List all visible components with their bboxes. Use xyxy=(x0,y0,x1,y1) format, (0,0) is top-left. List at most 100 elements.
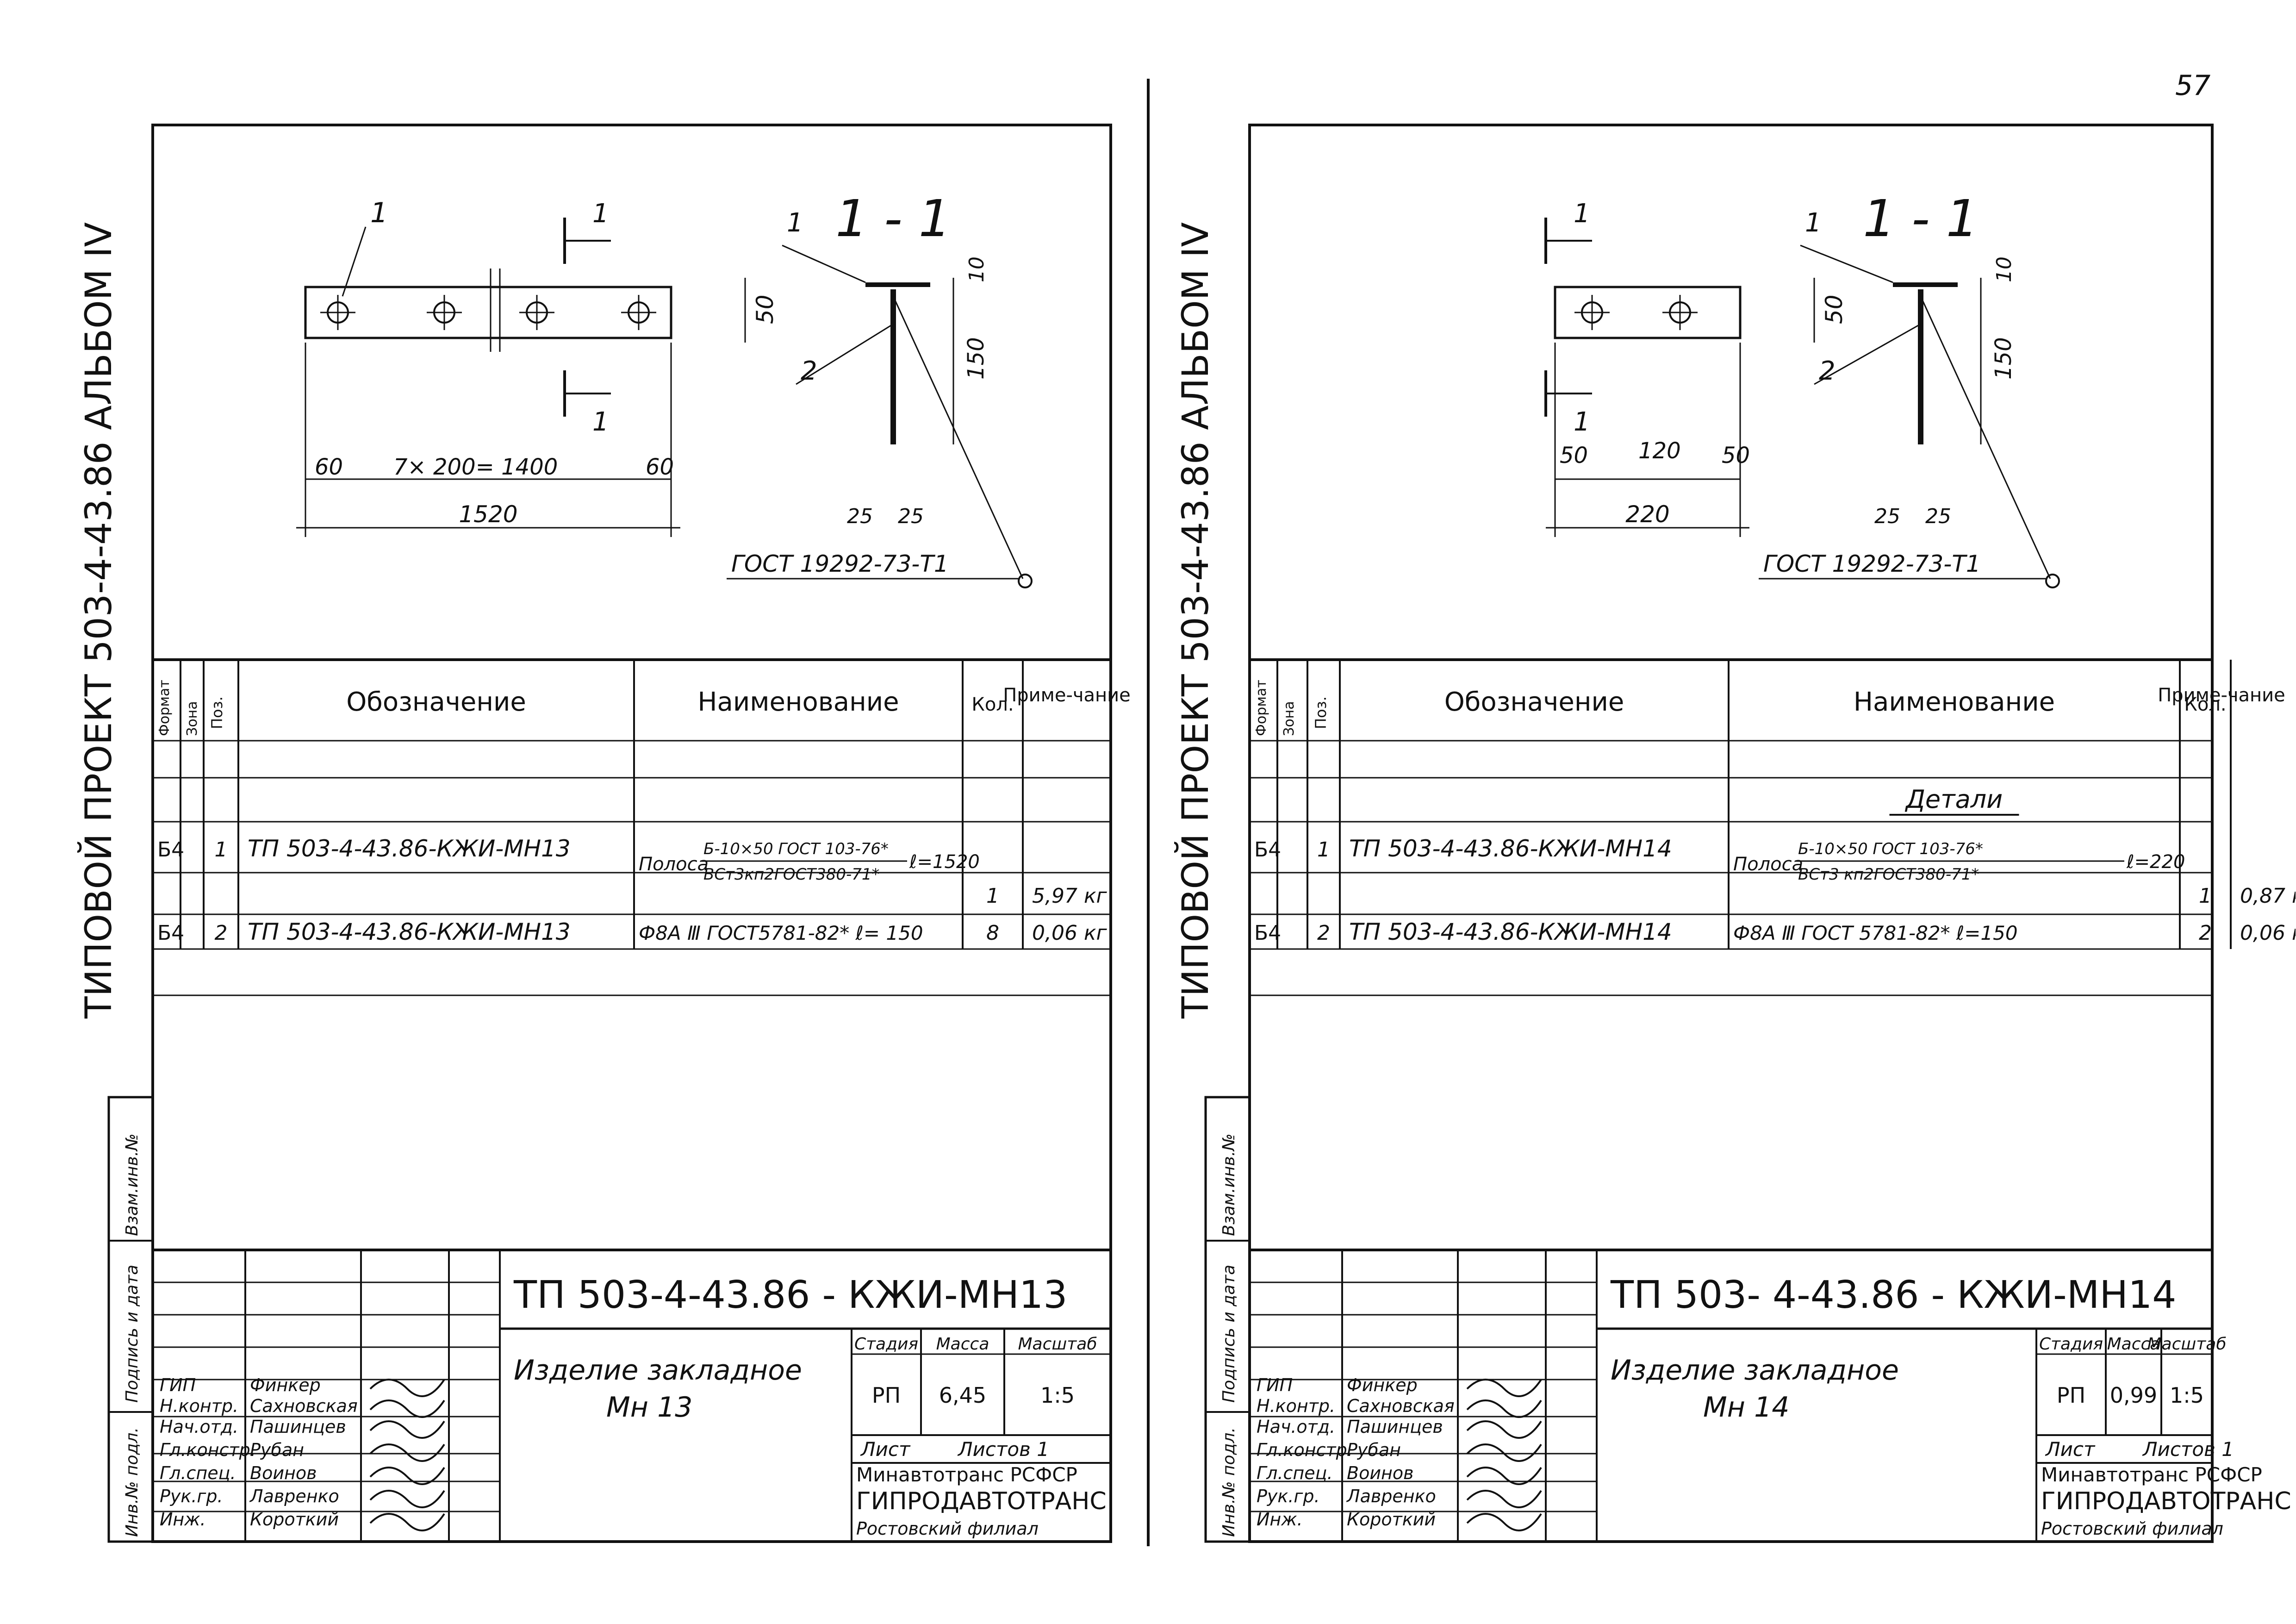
row1-designation: ТП 503-4-43.86-КЖИ-МН14 xyxy=(1349,835,1672,862)
leader-line xyxy=(1814,323,1921,385)
titleblock-stage-label: Стадия xyxy=(2039,1335,2103,1354)
titleblock-org-ministry: Минавтотранс РСФСР xyxy=(2041,1463,2262,1486)
page-number: 57 xyxy=(2175,69,2211,102)
section-position-2: 2 xyxy=(801,356,817,386)
row1-name-profile: Б-10×50 ГОСТ 103-76* xyxy=(703,840,889,858)
embedded-plate xyxy=(304,286,672,339)
dimension-edge-right: 60 xyxy=(646,454,674,480)
side-stamp-original-inv: Инв.№ подл. xyxy=(123,1427,142,1537)
dimension-bar-offset-b: 25 xyxy=(1925,505,1951,528)
side-title: ТИПОВОЙ ПРОЕКТ 503-4-43.86 АЛЬБОМ IV xyxy=(1174,222,1217,1019)
titleblock-item-number: Мн 13 xyxy=(606,1391,692,1424)
frame-border xyxy=(1248,124,2214,1543)
side-stamp-signature-date: Подпись и дата xyxy=(123,1265,142,1403)
signature-5 xyxy=(1466,1490,1542,1508)
titleblock-role-2: Нач.отд. xyxy=(160,1417,238,1437)
signature-0 xyxy=(1466,1379,1542,1397)
leader-line xyxy=(342,226,367,297)
row2-format: Б4 xyxy=(1254,921,1281,945)
dimension-spacing: 7× 200= 1400 xyxy=(393,454,558,480)
row1-format: Б4 xyxy=(1254,838,1281,862)
row1-note: 0,87 кг xyxy=(2240,884,2296,908)
section-title: 1 - 1 xyxy=(835,189,951,248)
spec-header-name: Наименование xyxy=(1854,687,2055,717)
dimension-plate-thickness: 10 xyxy=(965,256,989,282)
spec-header-quantity: Кол. xyxy=(971,694,1014,715)
titleblock-org-institute: ГИПРОДАВТОТРАНС xyxy=(856,1487,1107,1515)
section-mark-bottom: 1 xyxy=(1574,407,1590,437)
row1-designation: ТП 503-4-43.86-КЖИ-МН13 xyxy=(248,835,571,862)
section-position-2: 2 xyxy=(1819,356,1836,386)
spec-header-position: Поз. xyxy=(1312,696,1330,729)
row2-name: Ф8А Ⅲ ГОСТ 5781-82* ℓ=150 xyxy=(1733,922,2018,944)
titleblock-stage: РП xyxy=(872,1383,901,1408)
weld-leader xyxy=(1920,296,2051,579)
spec-header-designation: Обозначение xyxy=(346,687,526,717)
signature-1 xyxy=(369,1399,445,1418)
spec-header-format: Формат xyxy=(1253,680,1269,736)
dimension-bar-offset-a: 25 xyxy=(847,505,873,528)
weld-standard: ГОСТ 19292-73-Т1 xyxy=(731,550,949,577)
row2-note: 0,06 кг xyxy=(1032,921,1108,945)
titleblock-item-name: Изделие закладное xyxy=(514,1354,802,1387)
section-title: 1 - 1 xyxy=(1863,189,1979,248)
spec-header-designation: Обозначение xyxy=(1444,687,1624,717)
row2-note: 0,06 кг xyxy=(2240,921,2296,945)
titleblock-name-2: Пашинцев xyxy=(250,1417,346,1437)
titleblock-document-code: ТП 503- 4-43.86 - КЖИ-МН14 xyxy=(1610,1273,2176,1317)
section-position-1: 1 xyxy=(1805,208,1822,238)
leader-line xyxy=(1800,244,1893,283)
section-mark-bottom: 1 xyxy=(592,407,609,437)
row1-note: 5,97 кг xyxy=(1032,884,1108,908)
titleblock-role-6: Инж. xyxy=(160,1509,206,1530)
signature-3 xyxy=(1466,1443,1542,1462)
dimension-bar-offset-b: 25 xyxy=(898,505,924,528)
titleblock-scale-label: Масштаб xyxy=(1018,1335,1097,1354)
titleblock-role-1: Н.контр. xyxy=(1257,1396,1335,1416)
dimension-plate-thickness: 10 xyxy=(1992,256,2016,282)
titleblock-role-5: Рук.гр. xyxy=(1257,1486,1320,1506)
signature-3 xyxy=(369,1443,445,1462)
position-1-callout: 1 xyxy=(370,197,388,229)
titleblock-role-0: ГИП xyxy=(160,1375,196,1395)
weld-symbol xyxy=(2045,574,2060,588)
row2-designation: ТП 503-4-43.86-КЖИ-МН13 xyxy=(248,918,571,945)
titleblock-role-4: Гл.спец. xyxy=(160,1463,236,1483)
dimension-spacing: 120 xyxy=(1638,438,1681,464)
spec-section-details: Детали xyxy=(1905,785,2003,814)
section-mark-top: 1 xyxy=(1574,199,1590,229)
titleblock-name-0: Финкер xyxy=(250,1375,321,1395)
dimension-plate-height: 50 xyxy=(752,294,778,324)
titleblock-name-1: Сахновская xyxy=(1347,1396,1455,1416)
dimension-edge-left: 50 xyxy=(1560,443,1588,468)
titleblock-item-number: Мн 14 xyxy=(1703,1391,1789,1424)
titleblock-sheets-count: Листов 1 xyxy=(2142,1438,2234,1461)
dimension-plate-height: 50 xyxy=(1821,294,1848,324)
weld-symbol xyxy=(1018,574,1033,588)
dimension-bar-offset-a: 25 xyxy=(1874,505,1900,528)
side-title: ТИПОВОЙ ПРОЕКТ 503-4-43.86 АЛЬБОМ IV xyxy=(77,222,120,1019)
row1-name-steel: ВСт3кп2ГОСТ380-71* xyxy=(703,865,880,884)
spec-header-quantity: Кол. xyxy=(2184,694,2226,715)
row2-position: 2 xyxy=(1317,921,1330,945)
spec-header-name: Наименование xyxy=(697,687,899,717)
row2-quantity: 8 xyxy=(986,921,999,945)
titleblock-name-0: Финкер xyxy=(1347,1375,1418,1395)
titleblock-role-6: Инж. xyxy=(1257,1509,1303,1530)
side-stamp-replaced-inv: Взам.инв.№ xyxy=(1220,1133,1238,1236)
signature-1 xyxy=(1466,1399,1542,1418)
signature-2 xyxy=(369,1420,445,1439)
titleblock-role-5: Рук.гр. xyxy=(160,1486,223,1506)
titleblock-org-branch: Ростовский филиал xyxy=(856,1518,1039,1539)
leader-line xyxy=(782,244,866,283)
center-divider xyxy=(1147,79,1150,1546)
titleblock-stage-label: Стадия xyxy=(854,1335,918,1354)
row2-quantity: 2 xyxy=(2199,921,2212,945)
dimension-edge-left: 60 xyxy=(315,454,343,480)
titleblock-sheet-label: Лист xyxy=(860,1438,911,1461)
section-mark-top: 1 xyxy=(592,199,609,229)
frame-border xyxy=(151,124,1112,1543)
row1-quantity: 1 xyxy=(986,884,999,908)
row2-designation: ТП 503-4-43.86-КЖИ-МН14 xyxy=(1349,918,1672,945)
row1-name-prefix: Полоса xyxy=(1733,854,1803,875)
